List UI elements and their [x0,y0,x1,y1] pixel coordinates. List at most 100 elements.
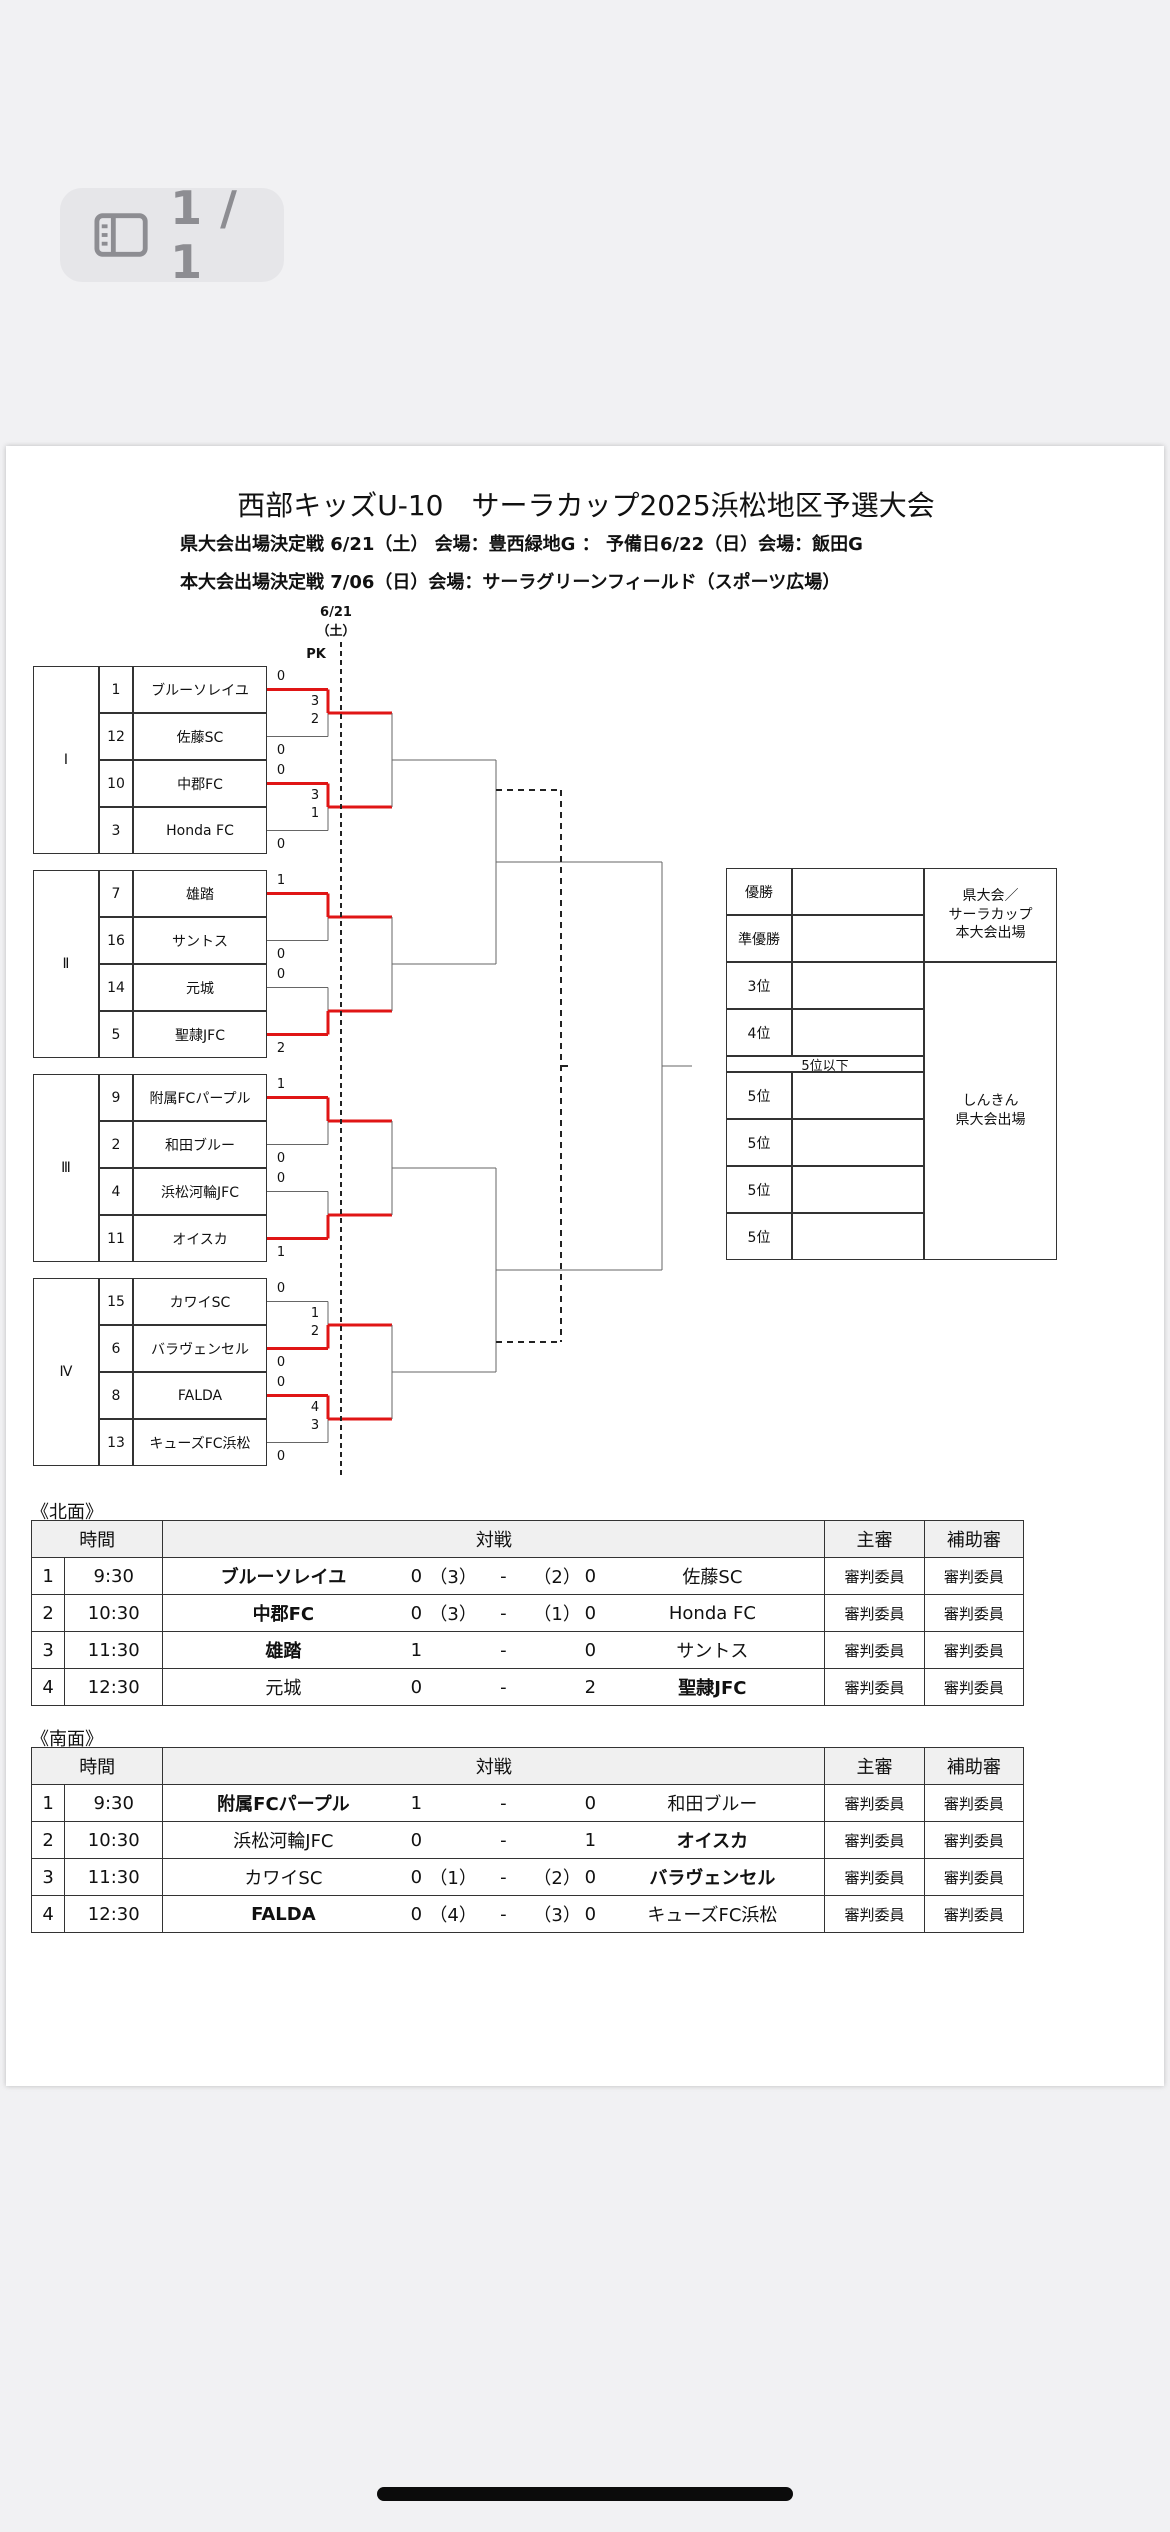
bracket-block-label: Ⅱ [33,870,99,1058]
away-score: 0 [584,1565,597,1587]
team-seed: 11 [99,1215,133,1262]
team-score: 2 [276,1040,286,1056]
match-time: 11:30 [64,1858,164,1896]
team-name: 中郡FC [133,760,267,807]
away-team: キューズFC浜松 [647,1905,778,1926]
team-seed: 12 [99,713,133,760]
pk-header: PK [306,646,326,662]
score-dash: - [500,1602,507,1624]
referee: 審判委員 [824,1594,925,1632]
assistant-referee: 審判委員 [923,1631,1025,1669]
score-dash: - [500,1565,507,1587]
match-cell: 雄踏 1 - 0 サントス [162,1631,826,1669]
team-name: 附属FCパープル [133,1074,267,1121]
home-score: 0 [410,1676,423,1698]
referee: 審判委員 [824,1668,925,1706]
home-indicator[interactable] [377,2487,793,2501]
home-score: 0 [410,1903,423,1925]
score-dash: - [500,1676,507,1698]
team-name: キューズFC浜松 [133,1419,267,1466]
assistant-referee: 審判委員 [923,1557,1025,1595]
page-indicator[interactable]: 1 / 1 [60,181,284,289]
assistant-header: 補助審 [923,1520,1025,1558]
assistant-referee: 審判委員 [923,1858,1025,1896]
team-score: 0 [276,966,286,982]
document-subtitle-1: 県大会出場決定戦 6/21（土） 会場：豊西緑地G ： 予備日6/22（日）会場… [180,534,863,555]
match-number: 4 [30,1668,66,1706]
referee-header: 主審 [824,1747,925,1785]
referee-header: 主審 [824,1520,925,1558]
match-row: 4 12:30 元城 0 - 2 聖隷JFC 審判委員 審判委員 [30,1668,1025,1706]
pk-score: 2 [310,1324,320,1339]
away-pk: （2） [533,1868,581,1889]
team-seed: 15 [99,1278,133,1325]
pk-score: 3 [310,694,320,709]
away-score: 2 [584,1676,597,1698]
referee: 審判委員 [824,1557,925,1595]
match-cell: 浜松河輪JFC 0 - 1 オイスカ [162,1821,826,1859]
qualify-national-label: 県大会／ サーラカップ 本大会出場 [924,868,1057,962]
document-page: 西部キッズU-10 サーラカップ2025浜松地区予選大会 県大会出場決定戦 6/… [6,446,1164,2086]
team-score: 0 [276,1448,286,1464]
home-team: 附属FCパープル [217,1794,350,1815]
below-five-label: 5位以下 [726,1056,924,1074]
away-team: 和田ブルー [667,1794,758,1815]
team-name: ブルーソレイユ [133,666,267,713]
team-score: 1 [276,872,286,888]
away-team: Honda FC [668,1602,756,1624]
place-label: 5位 [726,1213,792,1260]
team-name: バラヴェンセル [133,1325,267,1372]
team-seed: 16 [99,917,133,964]
match-cell: 附属FCパープル 1 - 0 和田ブルー [162,1784,826,1822]
away-score: 0 [584,1792,597,1814]
south-label: 《南面》 [31,1729,103,1750]
team-seed: 1 [99,666,133,713]
away-score: 0 [584,1602,597,1624]
place-team-cell [792,1119,924,1166]
home-team: ブルーソレイユ [220,1567,347,1588]
time-header: 時間 [30,1747,164,1785]
team-seed: 14 [99,964,133,1011]
away-pk: （1） [533,1604,581,1625]
team-name: 雄踏 [133,870,267,917]
home-score: 1 [410,1792,423,1814]
match-cell: 元城 0 - 2 聖隷JFC [162,1668,826,1706]
team-score: 1 [276,1244,286,1260]
bracket-lines [267,642,692,1476]
team-score: 0 [276,1170,286,1186]
match-cell: FALDA 0 （4） - （3） 0 キューズFC浜松 [162,1895,826,1933]
page-number: 1 / 1 [170,181,238,289]
referee: 審判委員 [824,1858,925,1896]
home-score: 0 [410,1602,423,1624]
team-score: 0 [276,1150,286,1166]
away-score: 0 [584,1866,597,1888]
match-row: 4 12:30 FALDA 0 （4） - （3） 0 キューズFC浜松 審判委… [30,1895,1025,1933]
assistant-referee: 審判委員 [923,1895,1025,1933]
match-number: 2 [30,1821,66,1859]
team-name: 聖隷JFC [133,1011,267,1058]
referee: 審判委員 [824,1821,925,1859]
home-score: 1 [410,1639,423,1661]
team-score: 1 [276,1076,286,1092]
place-team-cell [792,962,924,1009]
match-time: 10:30 [64,1594,164,1632]
team-seed: 4 [99,1168,133,1215]
team-seed: 8 [99,1372,133,1419]
home-pk: （3） [429,1567,477,1588]
place-team-cell [792,915,924,962]
team-seed: 2 [99,1121,133,1168]
place-label: 5位 [726,1166,792,1213]
south-schedule-table: 時間 対戦 主審 補助審 1 9:30 附属FCパープル 1 - 0 和田ブルー… [30,1747,1025,1933]
assistant-referee: 審判委員 [923,1594,1025,1632]
pk-score: 3 [310,1418,320,1433]
home-score: 0 [410,1829,423,1851]
match-time: 10:30 [64,1821,164,1859]
score-dash: - [500,1903,507,1925]
team-name: オイスカ [133,1215,267,1262]
team-seed: 6 [99,1325,133,1372]
away-team: 聖隷JFC [678,1678,747,1699]
score-dash: - [500,1866,507,1888]
assistant-header: 補助審 [923,1747,1025,1785]
away-pk: （2） [533,1567,581,1588]
team-score: 0 [276,1354,286,1370]
